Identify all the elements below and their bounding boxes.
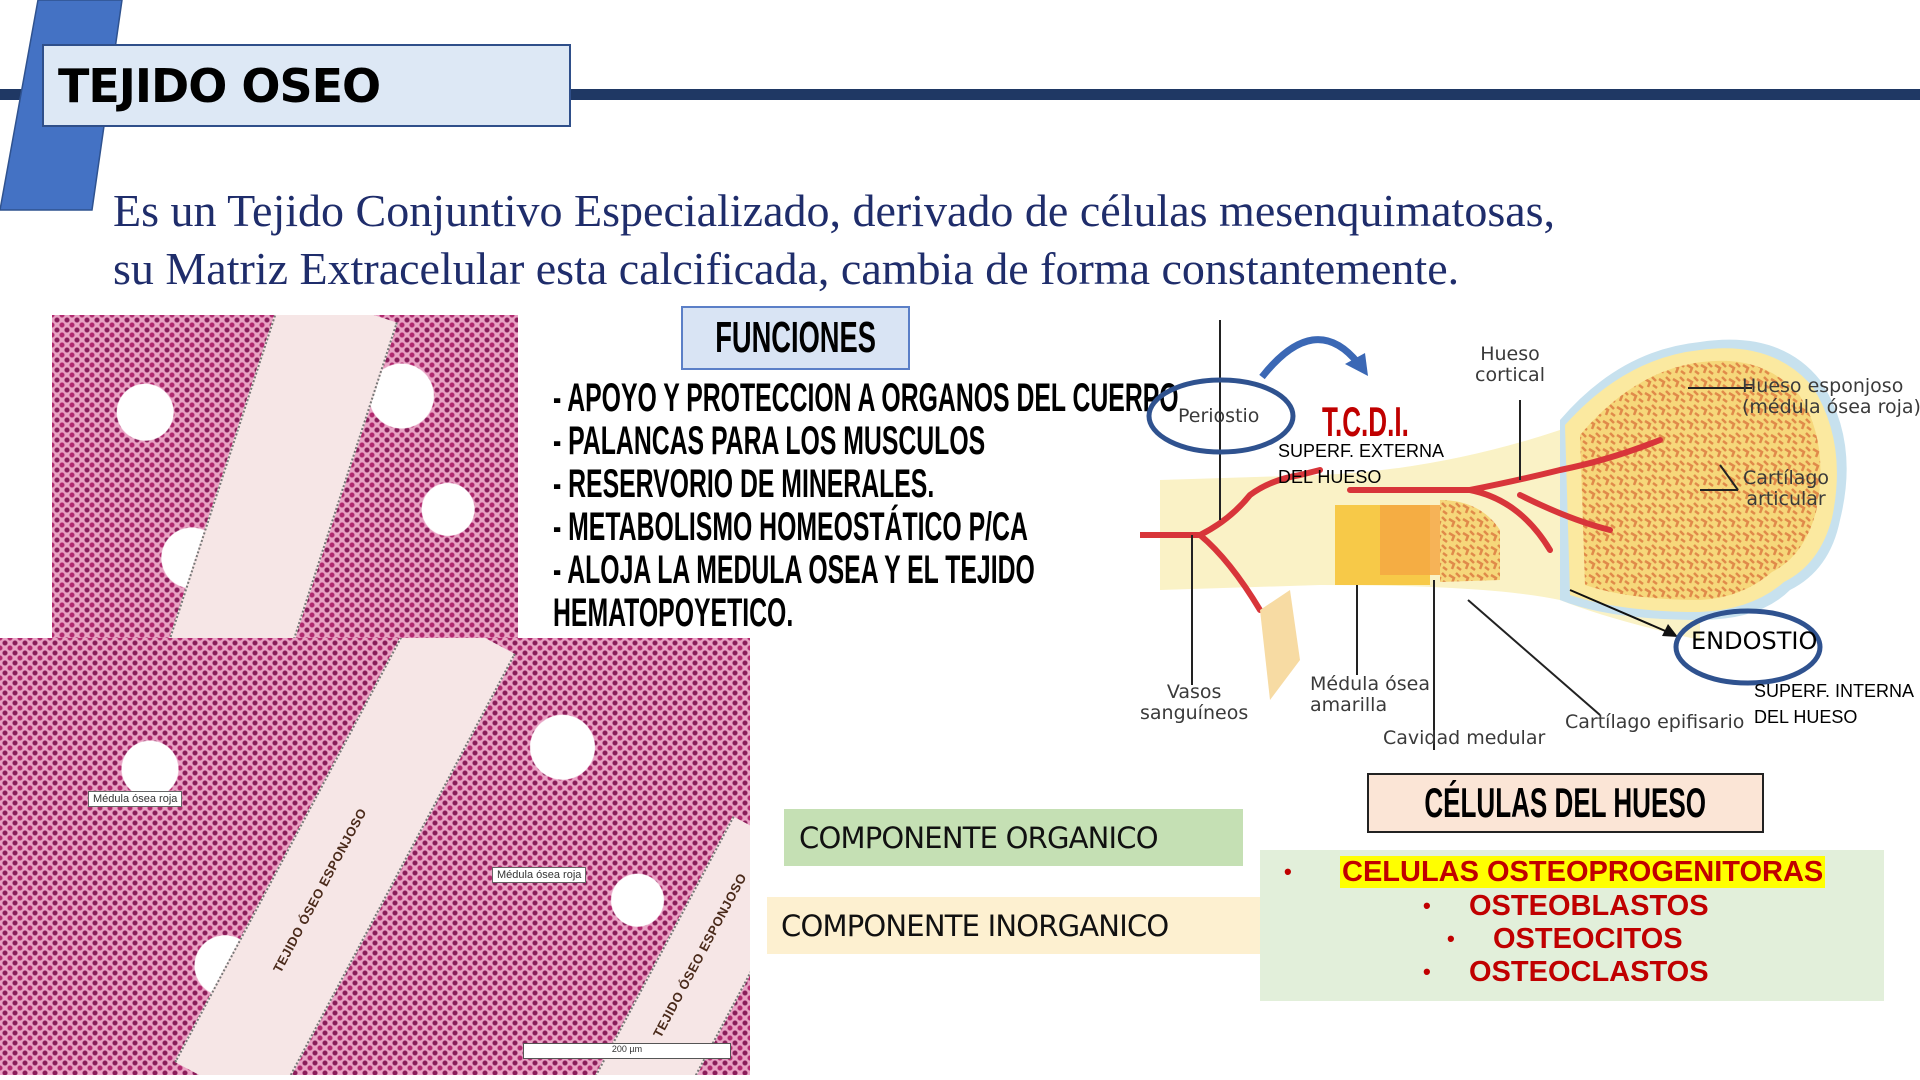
histology-image-top — [52, 315, 518, 639]
definition-line-2: su Matriz Extracelular esta calcificada,… — [113, 243, 1460, 294]
bullet-icon: • — [1284, 859, 1292, 884]
celula-item-label: OSTEOCLASTOS — [1469, 956, 1709, 988]
celulas-heading-box: CÉLULAS DEL HUESO — [1367, 773, 1764, 833]
funciones-heading: FUNCIONES — [715, 313, 876, 362]
superf-externa-line-2: DEL HUESO — [1278, 467, 1382, 487]
componente-inorganico-box: COMPONENTE INORGANICO — [767, 897, 1260, 954]
superf-interna-line-1: SUPERF. INTERNA — [1754, 681, 1915, 701]
superf-interna-line-2: DEL HUESO — [1754, 707, 1858, 727]
scale-bar: 200 µm — [523, 1043, 731, 1059]
histo-label-medula-2: Médula ósea roja — [492, 867, 587, 883]
funcion-item: - APOYO Y PROTECCION A ORGANOS DEL CUERP… — [553, 376, 1179, 420]
celula-item: • OSTEOBLASTOS — [1423, 890, 1709, 923]
celula-item: • CELULAS OSTEOPROGENITORAS — [1284, 856, 1826, 889]
bullet-icon: • — [1423, 959, 1431, 984]
funciones-list: - APOYO Y PROTECCION A ORGANOS DEL CUERP… — [553, 377, 1333, 635]
celula-item: • OSTEOCITOS — [1447, 923, 1683, 956]
histology-image-bottom: Médula ósea roja Médula ósea roja TEJIDO… — [0, 638, 750, 1075]
celula-item-label: CELULAS OSTEOPROGENITORAS — [1340, 856, 1826, 888]
label-vasos-sanguineos: Vasos sanguíneos — [1140, 681, 1249, 724]
page-title: TEJIDO OSEO — [58, 58, 381, 113]
label-cartilago-epifisario: Cartílago epifisario — [1565, 711, 1745, 733]
funcion-item: - RESERVORIO DE MINERALES. — [553, 462, 935, 506]
celula-item-label: OSTEOCITOS — [1493, 923, 1683, 955]
label-endostio: ENDOSTIO — [1691, 627, 1818, 655]
funcion-item: - PALANCAS PARA LOS MUSCULOS — [553, 419, 986, 463]
celula-item: • OSTEOCLASTOS — [1423, 956, 1709, 989]
celula-item-label: OSTEOBLASTOS — [1469, 890, 1709, 922]
celulas-heading: CÉLULAS DEL HUESO — [1424, 779, 1707, 826]
label-cavidad-medular: Cavidad medular — [1383, 727, 1546, 749]
bullet-icon: • — [1447, 926, 1455, 951]
title-box: TEJIDO OSEO — [42, 44, 571, 127]
bullet-icon: • — [1423, 893, 1431, 918]
tcdi-label: T.C.D.I. — [1322, 398, 1409, 445]
definition-text: Es un Tejido Conjuntivo Especializado, d… — [113, 182, 1673, 298]
funcion-item: - METABOLISMO HOMEOSTÁTICO P/CA — [553, 505, 1028, 549]
componente-organico-label: COMPONENTE ORGANICO — [799, 820, 1159, 855]
label-hueso-cortical: Hueso cortical — [1475, 343, 1545, 386]
componente-inorganico-label: COMPONENTE INORGANICO — [781, 908, 1169, 943]
superf-externa-note: SUPERF. EXTERNA DEL HUESO — [1278, 438, 1444, 490]
label-cartilago-articular: Cartílago articular — [1743, 467, 1830, 510]
funcion-item: HEMATOPOYETICO. — [553, 591, 794, 635]
label-hueso-esponjoso: Hueso esponjoso (médula ósea roja) — [1742, 375, 1920, 418]
celulas-list: • CELULAS OSTEOPROGENITORAS • OSTEOBLAST… — [1260, 850, 1884, 1001]
header-rule — [0, 89, 1920, 100]
label-periostio: Periostio — [1178, 405, 1260, 427]
funciones-heading-box: FUNCIONES — [681, 306, 910, 370]
definition-line-1: Es un Tejido Conjuntivo Especializado, d… — [113, 185, 1556, 236]
histo-label-medula-1: Médula ósea roja — [88, 791, 183, 807]
componente-organico-box: COMPONENTE ORGANICO — [784, 809, 1243, 866]
superf-externa-line-1: SUPERF. EXTERNA — [1278, 441, 1445, 461]
superf-interna-note: SUPERF. INTERNA DEL HUESO — [1754, 678, 1914, 730]
label-medula-amarilla: Médula ósea amarilla — [1310, 673, 1431, 716]
funcion-item: - ALOJA LA MEDULA OSEA Y EL TEJIDO — [553, 548, 1035, 592]
bone-illustration — [1140, 320, 1847, 750]
bone-diagram: Periostio T.C.D.I. SUPERF. EXTERNA DEL H… — [1140, 320, 1920, 760]
